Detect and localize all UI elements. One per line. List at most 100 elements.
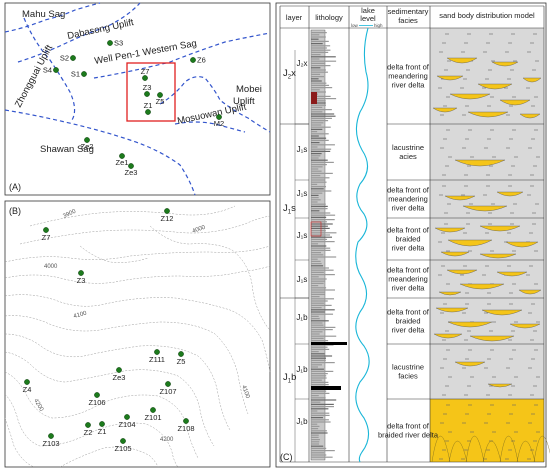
lithology-bed bbox=[311, 258, 318, 260]
lithology-bed bbox=[311, 309, 335, 311]
lithology-bed bbox=[311, 84, 330, 86]
lithology-bed bbox=[311, 34, 320, 36]
lithology-bed bbox=[311, 302, 324, 304]
lithology-bed bbox=[311, 102, 326, 104]
layer-label-2: J1b bbox=[283, 372, 296, 385]
sand-lens bbox=[491, 61, 519, 67]
lithology-bed bbox=[311, 252, 322, 254]
lithology-bed bbox=[311, 181, 327, 183]
facies-label-2-0: delta front of bbox=[387, 186, 430, 195]
well-label-b-z4: Z4 bbox=[23, 385, 32, 394]
lithology-bed bbox=[311, 432, 328, 434]
sub-layer-label-1: J₁s bbox=[297, 145, 308, 154]
lithology-bed bbox=[311, 87, 333, 89]
lithology-bed bbox=[311, 249, 331, 251]
lithology-bed bbox=[311, 395, 319, 397]
well-marker-a-ze3 bbox=[128, 163, 134, 169]
sand-lens bbox=[454, 361, 486, 367]
well-label-b-z2: Z2 bbox=[84, 428, 93, 437]
lithology-bed bbox=[311, 186, 327, 188]
well-label-a-z3: Z3 bbox=[143, 83, 152, 92]
well-marker-b-z101 bbox=[150, 407, 156, 413]
well-label-a-z5: Z5 bbox=[156, 97, 165, 106]
lithology-bed bbox=[311, 441, 320, 443]
lithology-bed bbox=[311, 351, 319, 353]
well-label-b-z104: Z104 bbox=[118, 420, 135, 429]
well-marker-b-z103 bbox=[48, 433, 54, 439]
region-shawan-sag: Shawan Sag bbox=[40, 144, 94, 155]
lithology-bed bbox=[311, 120, 329, 122]
well-label-a-ze3: Ze3 bbox=[125, 168, 138, 177]
lithology-bed bbox=[311, 210, 320, 212]
lithology-bed bbox=[311, 401, 321, 403]
well-label-b-z3: Z3 bbox=[77, 276, 86, 285]
panel-b-label: (B) bbox=[9, 206, 21, 216]
lithology-bed bbox=[311, 188, 324, 190]
lithology-bed bbox=[311, 265, 324, 267]
layer-label-letter-0: x bbox=[291, 68, 296, 79]
region-mobei-label-1: Mobei bbox=[236, 84, 262, 95]
lithology-bed bbox=[311, 95, 331, 97]
lithology-bed bbox=[311, 117, 332, 119]
sub-layer-grid bbox=[294, 50, 309, 462]
well-marker-a-z3 bbox=[144, 91, 150, 97]
panel-b-frame bbox=[4, 200, 271, 468]
lithology-bed bbox=[311, 78, 319, 80]
sand-lens bbox=[518, 289, 542, 295]
lithology-bed bbox=[311, 267, 329, 269]
well-marker-b-z111 bbox=[154, 349, 160, 355]
lithology-bed bbox=[311, 219, 335, 221]
lithology-bed bbox=[311, 227, 330, 229]
lithology-bed bbox=[311, 60, 337, 62]
lithology-column bbox=[310, 29, 347, 461]
model-bottom-sand bbox=[430, 399, 544, 462]
facies-label-0-1: meandering bbox=[388, 72, 428, 81]
lithology-bed bbox=[311, 170, 322, 172]
well-marker-a-s3 bbox=[107, 40, 113, 46]
well-marker-b-z7 bbox=[43, 227, 49, 233]
sand-lens bbox=[477, 83, 513, 90]
well-marker-b-z105 bbox=[120, 438, 126, 444]
lithology-bed bbox=[311, 399, 337, 401]
lithology-bed bbox=[311, 166, 323, 168]
well-marker-a-ze2 bbox=[84, 137, 90, 143]
lithology-bed bbox=[311, 243, 319, 245]
lithology-bed bbox=[311, 73, 321, 75]
sand-lens bbox=[449, 93, 491, 100]
lithology-bed bbox=[311, 293, 325, 295]
lithology-bed bbox=[311, 348, 330, 350]
lithology-bed bbox=[311, 403, 334, 405]
lithology-red-box bbox=[310, 221, 322, 237]
lithology-bed bbox=[311, 212, 331, 214]
contour-label-4000-left: 4000 bbox=[44, 264, 58, 270]
sub-layer-label-3: J₁s bbox=[297, 231, 308, 240]
well-label-a-s4: S4 bbox=[43, 66, 52, 75]
layer-label-main-2: J bbox=[283, 372, 288, 383]
well-marker-a-s1 bbox=[81, 71, 87, 77]
lithology-bed bbox=[311, 56, 336, 58]
well-marker-b-z12 bbox=[164, 208, 170, 214]
header-low: low bbox=[351, 23, 359, 28]
lithology-bed bbox=[311, 124, 322, 126]
lithology-bed bbox=[311, 150, 331, 152]
layer-label-0: J2x bbox=[283, 68, 296, 81]
lithology-bed bbox=[311, 307, 322, 309]
facies-label-0-0: delta front of bbox=[387, 63, 430, 72]
lithology-bed bbox=[311, 45, 331, 47]
layer-label-sub-0: 2 bbox=[288, 75, 292, 81]
layer-label-1: J1s bbox=[283, 203, 296, 216]
lithology-bed bbox=[311, 58, 320, 60]
lithology-bed bbox=[311, 51, 329, 53]
well-marker-b-z108 bbox=[183, 418, 189, 424]
lithology-bed bbox=[311, 384, 329, 386]
lithology-bed bbox=[311, 203, 326, 205]
sand-lens bbox=[496, 191, 524, 197]
facies-label-7-0: delta front of bbox=[387, 422, 430, 431]
facies-label-4-0: delta front of bbox=[387, 266, 430, 275]
sand-lens bbox=[469, 335, 515, 342]
lithology-bed bbox=[311, 335, 337, 337]
lithology-bed bbox=[311, 109, 332, 111]
lithology-bed bbox=[311, 241, 335, 243]
sand-lens bbox=[496, 271, 528, 277]
